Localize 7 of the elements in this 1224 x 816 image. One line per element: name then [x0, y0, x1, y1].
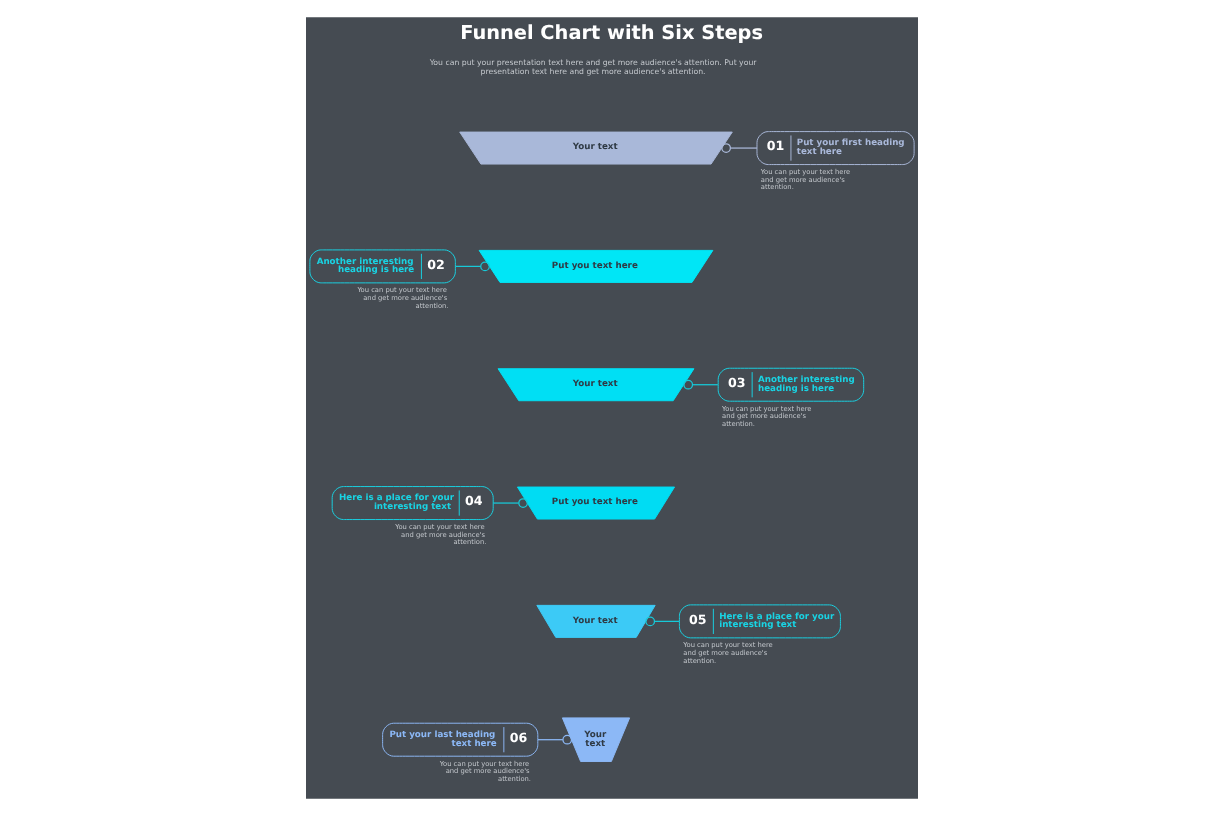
connector — [645, 616, 680, 627]
connector — [721, 143, 758, 153]
connector — [683, 379, 719, 390]
diagram-title: Funnel Chart with Six Steps — [460, 23, 763, 46]
connector — [492, 498, 528, 508]
connector — [454, 261, 490, 272]
connector — [537, 734, 573, 745]
